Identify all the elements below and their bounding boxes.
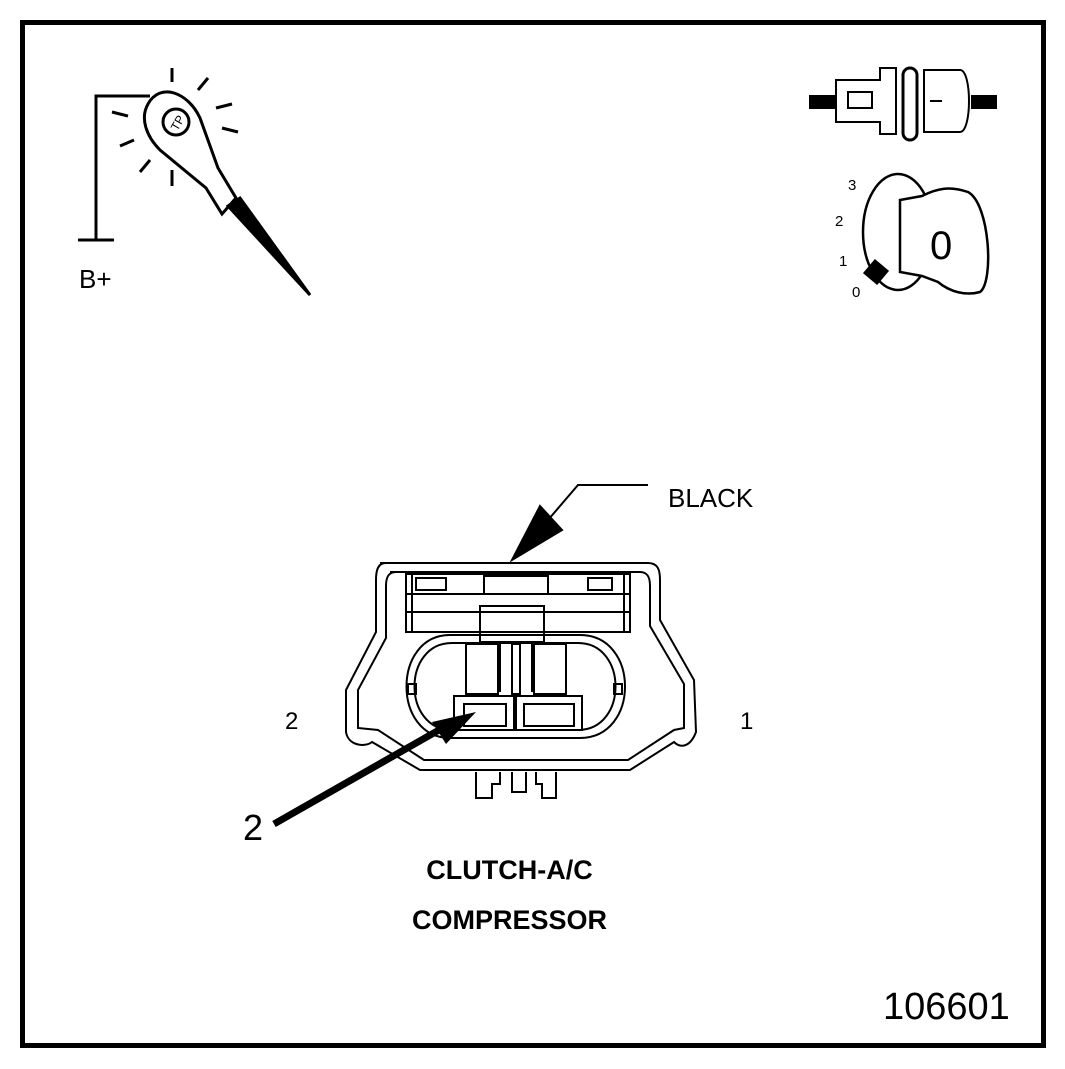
ignition-position-2: 2 [835,213,844,230]
color-leader [509,484,648,563]
disconnected-connector-icon [809,66,997,142]
connector-face [345,562,698,799]
pin-label-left: 2 [285,708,299,735]
connector-title-line1: CLUTCH-A/C [426,855,593,885]
figure-number: 106601 [883,986,1010,1028]
connector-color-label: BLACK [668,483,754,513]
ignition-key-icon [861,172,990,295]
test-lamp-icon: TP [78,68,312,297]
ignition-selected-position: 0 [930,224,953,268]
svg-text:TP: TP [168,113,188,133]
connector-title-line2: COMPRESSOR [411,905,608,935]
ignition-position-0: 0 [852,284,861,301]
callout-number: 2 [243,807,264,848]
ignition-position-3: 3 [848,177,857,194]
supply-label: B+ [79,264,112,294]
callout-arrow [272,712,476,828]
ignition-position-1: 1 [839,253,848,270]
pin-label-right: 1 [740,708,754,735]
diagram-frame [20,20,1046,1048]
